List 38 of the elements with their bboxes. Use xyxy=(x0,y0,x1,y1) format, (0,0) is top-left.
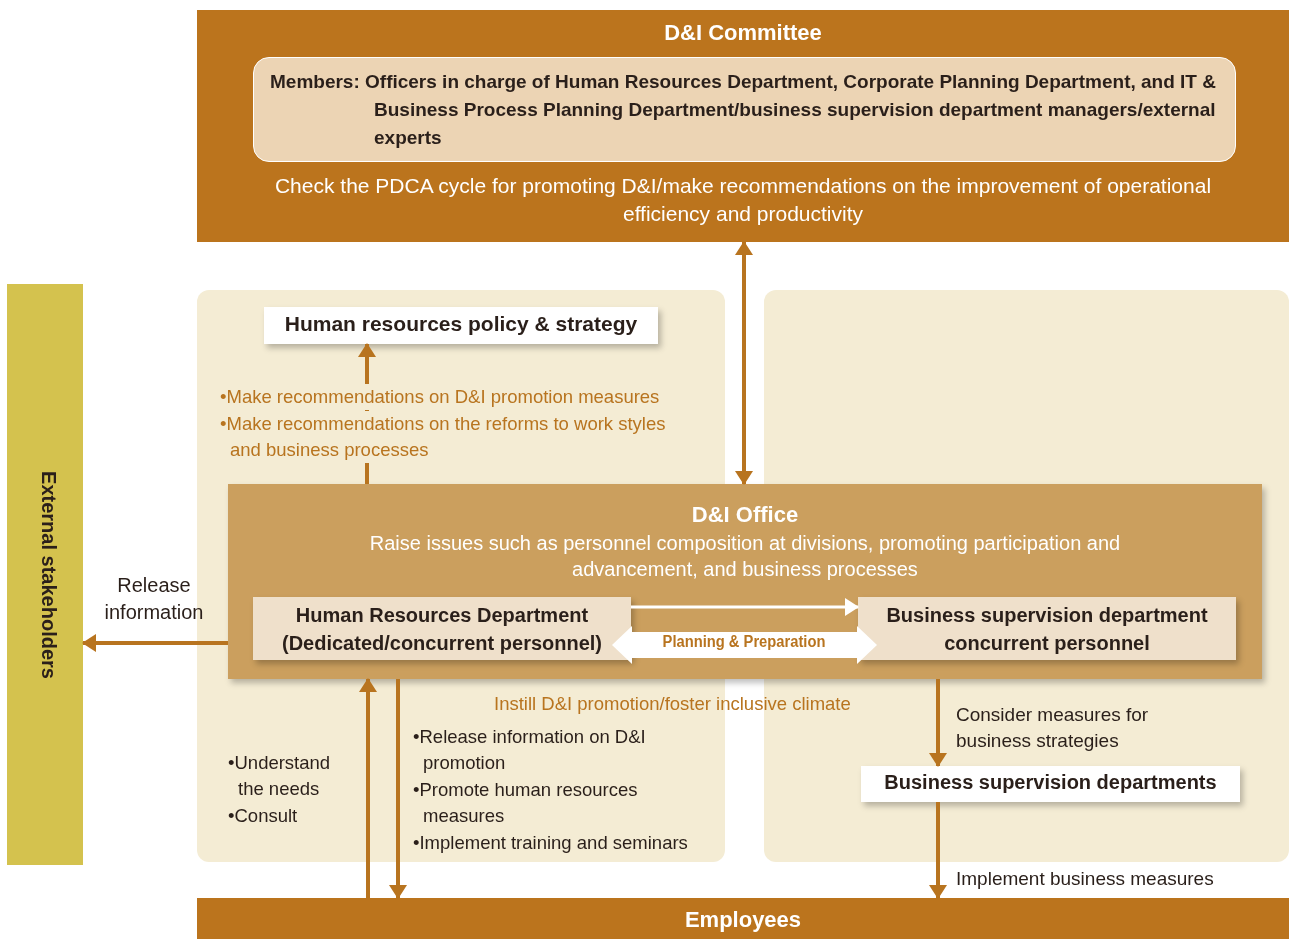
committee-panel xyxy=(197,10,1289,242)
arrow xyxy=(735,241,753,485)
band-label: External stakeholders xyxy=(37,470,60,681)
stakeholders-band xyxy=(7,284,83,865)
policy-box xyxy=(264,307,658,344)
department-box xyxy=(858,597,1236,660)
edge-label: Planning & Preparation xyxy=(661,633,827,651)
note-text: •Release information on D&I promotion xyxy=(413,725,647,775)
arrow xyxy=(929,802,947,899)
employees-bar xyxy=(197,898,1289,939)
edge-label: Release information xyxy=(103,573,205,625)
box-label: Human resources policy & strategy xyxy=(283,312,639,337)
members-text: Members: Officers in charge of Human Resources Department, Corporate Planning Department, and IT & Business Process Planning Department/business supervision department managers/external experts xyxy=(270,70,1217,150)
arrow xyxy=(389,679,407,899)
box-label: Human Resources Department (Dedicated/concurrent personnel) xyxy=(280,603,604,656)
panel-description: Raise issues such as personnel composition at divisions, promoting participation and advancement, and business processes xyxy=(368,531,1122,582)
box-label: Business supervision department concurrent personnel xyxy=(885,603,1209,656)
note-text: •Promote human resources measures xyxy=(413,778,639,828)
box-label: Business supervision departments xyxy=(883,771,1218,795)
members-box xyxy=(253,57,1236,162)
bar-label: Employees xyxy=(683,907,803,934)
double-arrow xyxy=(612,626,877,664)
note-text: •Implement training and seminars xyxy=(413,831,689,855)
note-text: •Consult xyxy=(228,804,299,828)
arrow xyxy=(631,598,859,616)
panel-title: D&I Office xyxy=(690,502,800,529)
edge-label: Consider measures for business strategies xyxy=(956,703,1150,753)
arrow xyxy=(359,678,377,898)
department-box xyxy=(861,766,1240,802)
note-text: Instill D&I promotion/foster inclusive climate xyxy=(494,692,852,716)
arrow xyxy=(929,679,947,767)
office-panel xyxy=(228,484,1262,679)
edge-label: Implement business measures xyxy=(956,868,1215,890)
note-text: •Understand the needs xyxy=(228,751,332,801)
panel-title: D&I Committee xyxy=(663,20,823,47)
arrow xyxy=(82,634,228,652)
department-box xyxy=(253,597,631,660)
panel-description: Check the PDCA cycle for promoting D&I/make recommendations on the improvement of operational efficiency and productivity xyxy=(273,173,1213,227)
